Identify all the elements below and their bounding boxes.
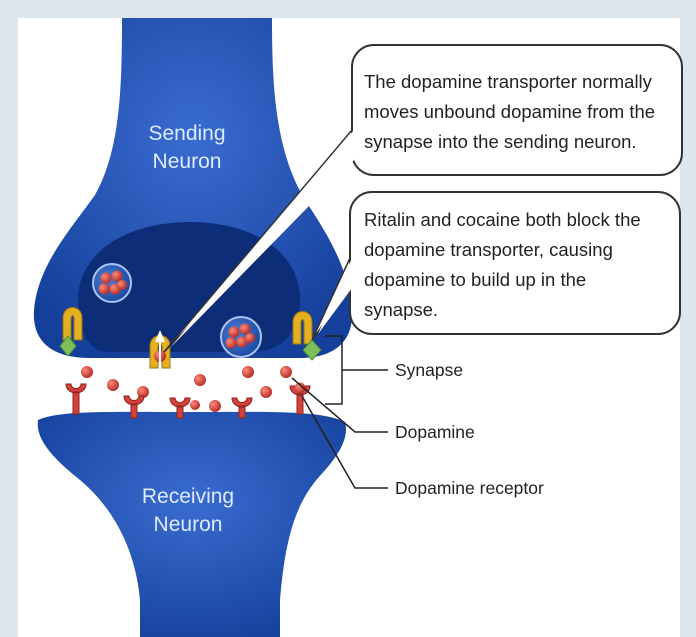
receiving-label-2: Neuron [154, 513, 223, 536]
sending-label-2: Neuron [153, 150, 222, 173]
vesicle-right [221, 317, 261, 357]
receptor-label: Dopamine receptor [395, 478, 544, 498]
callout-transporter-line-1: The dopamine transporter normally [364, 71, 653, 92]
synapse-label: Synapse [395, 360, 463, 380]
callout-transporter-line-2: moves unbound dopamine from the [364, 101, 655, 122]
callout-block-line-2: dopamine transporter, causing [364, 239, 613, 260]
vesicle-left [93, 264, 131, 302]
callout-block-line-1: Ritalin and cocaine both block the [364, 209, 641, 230]
dopamine-label: Dopamine [395, 422, 475, 442]
callout-block-line-4: synapse. [364, 299, 438, 320]
sending-label-1: Sending [148, 122, 225, 145]
callout-transporter-line-3: synapse into the sending neuron. [364, 131, 637, 152]
receiving-label-1: Receiving [142, 485, 234, 508]
transporter-center [150, 330, 170, 384]
callout-block-line-3: dopamine to build up in the [364, 269, 586, 290]
